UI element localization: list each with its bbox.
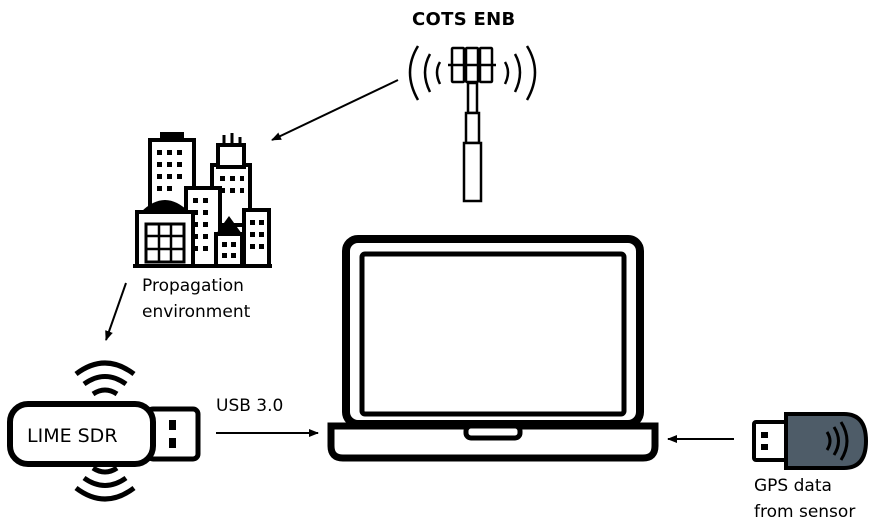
gps-usb-stick-icon [752,412,869,470]
arrow-environment-to-sdr [105,282,127,341]
arrow-enb-to-environment [271,79,399,141]
environment-label-line1: Propagation [142,276,244,296]
gps-label-line1: GPS data [754,476,832,496]
laptop-icon [327,235,659,462]
enb-label: COTS ENB [412,9,516,30]
environment-label-line2: environment [142,302,251,322]
usb-link-label: USB 3.0 [216,396,284,416]
gps-label: GPS data from sensor [754,473,855,525]
city-buildings-icon [133,132,272,268]
environment-label: Propagation environment [142,273,250,325]
gps-label-line2: from sensor [754,502,856,522]
cell-tower-icon [408,45,537,203]
sdr-dongle-icon [7,360,201,502]
sdr-label: LIME SDR [27,425,118,447]
